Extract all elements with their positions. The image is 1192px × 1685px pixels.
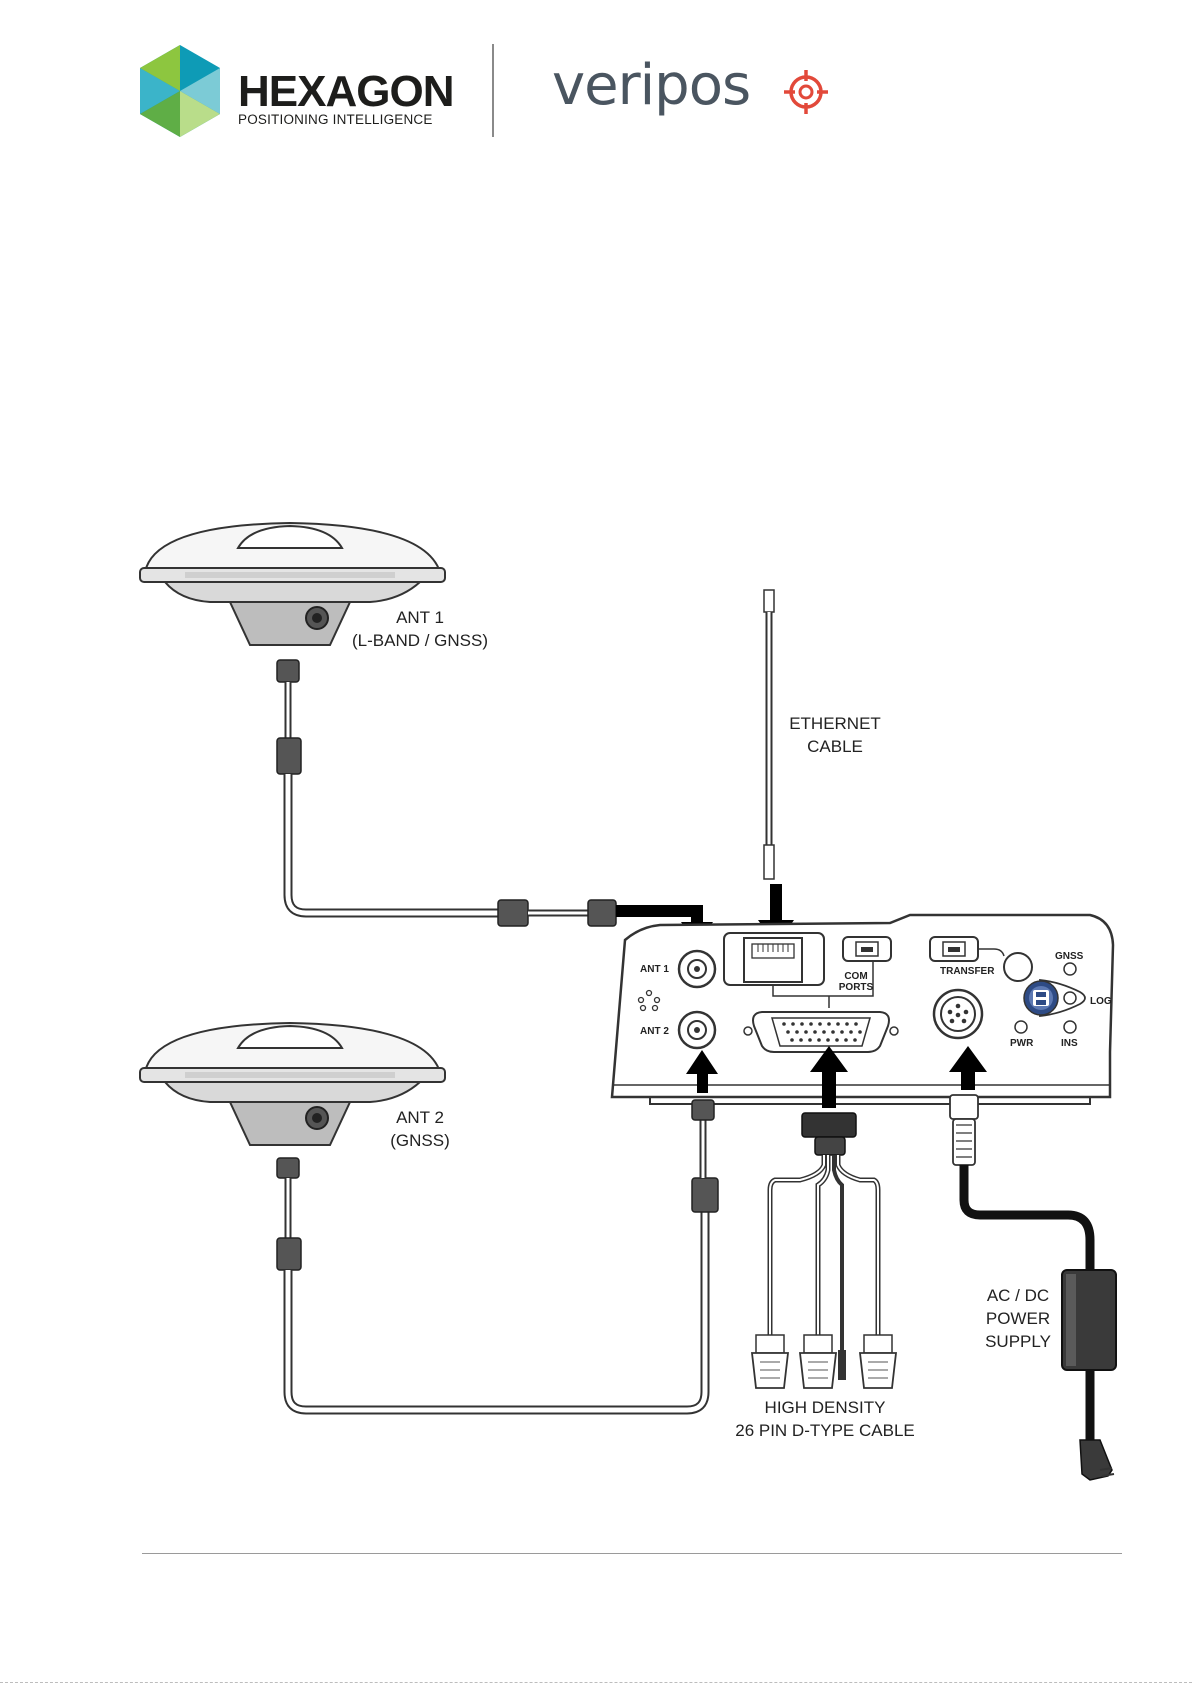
transfer-button-icon (1004, 953, 1032, 981)
port-label-ant2: ANT 2 (640, 1026, 669, 1037)
port-label-ant1: ANT 1 (640, 964, 669, 975)
power-line1: AC / DC (968, 1284, 1068, 1307)
gnss-led-icon (1064, 963, 1076, 975)
page-bottom-edge (0, 1682, 1192, 1683)
dtype-line2: 26 PIN D-TYPE CABLE (715, 1419, 935, 1442)
ant2-name: ANT 2 (360, 1106, 480, 1129)
ant1-label: ANT 1 (L-BAND / GNSS) (340, 606, 500, 652)
port-label-log: LOG (1090, 996, 1112, 1007)
port-label-com-line1: COM (838, 971, 874, 982)
pwr-led-icon (1015, 1021, 1027, 1033)
power-line2: POWER (968, 1307, 1068, 1330)
antenna-2-cable (277, 1100, 718, 1410)
ant1-name: ANT 1 (340, 606, 500, 629)
antenna-1-cable (277, 660, 616, 926)
receiver-unit (612, 915, 1113, 1104)
port-label-ins: INS (1061, 1038, 1078, 1049)
dtype-line1: HIGH DENSITY (715, 1396, 935, 1419)
power-line3: SUPPLY (968, 1330, 1068, 1353)
footer-rule (142, 1553, 1122, 1554)
port-label-transfer: TRANSFER (940, 966, 994, 977)
port-label-pwr: PWR (1010, 1038, 1033, 1049)
port-label-com: COM PORTS (838, 971, 874, 993)
port-label-gnss: GNSS (1055, 951, 1083, 962)
port-label-com-line2: PORTS (838, 982, 874, 993)
ethernet-label: ETHERNET CABLE (770, 712, 900, 758)
ethernet-line1: ETHERNET (770, 712, 900, 735)
ant2-sub: (GNSS) (360, 1129, 480, 1152)
ant2-label: ANT 2 (GNSS) (360, 1106, 480, 1152)
power-supply-label: AC / DC POWER SUPPLY (968, 1284, 1068, 1353)
ins-led-icon (1064, 1021, 1076, 1033)
ethernet-line2: CABLE (770, 735, 900, 758)
dtype-cable-icon (752, 1113, 896, 1388)
dtype-label: HIGH DENSITY 26 PIN D-TYPE CABLE (715, 1396, 935, 1442)
ant1-sub: (L-BAND / GNSS) (340, 629, 500, 652)
